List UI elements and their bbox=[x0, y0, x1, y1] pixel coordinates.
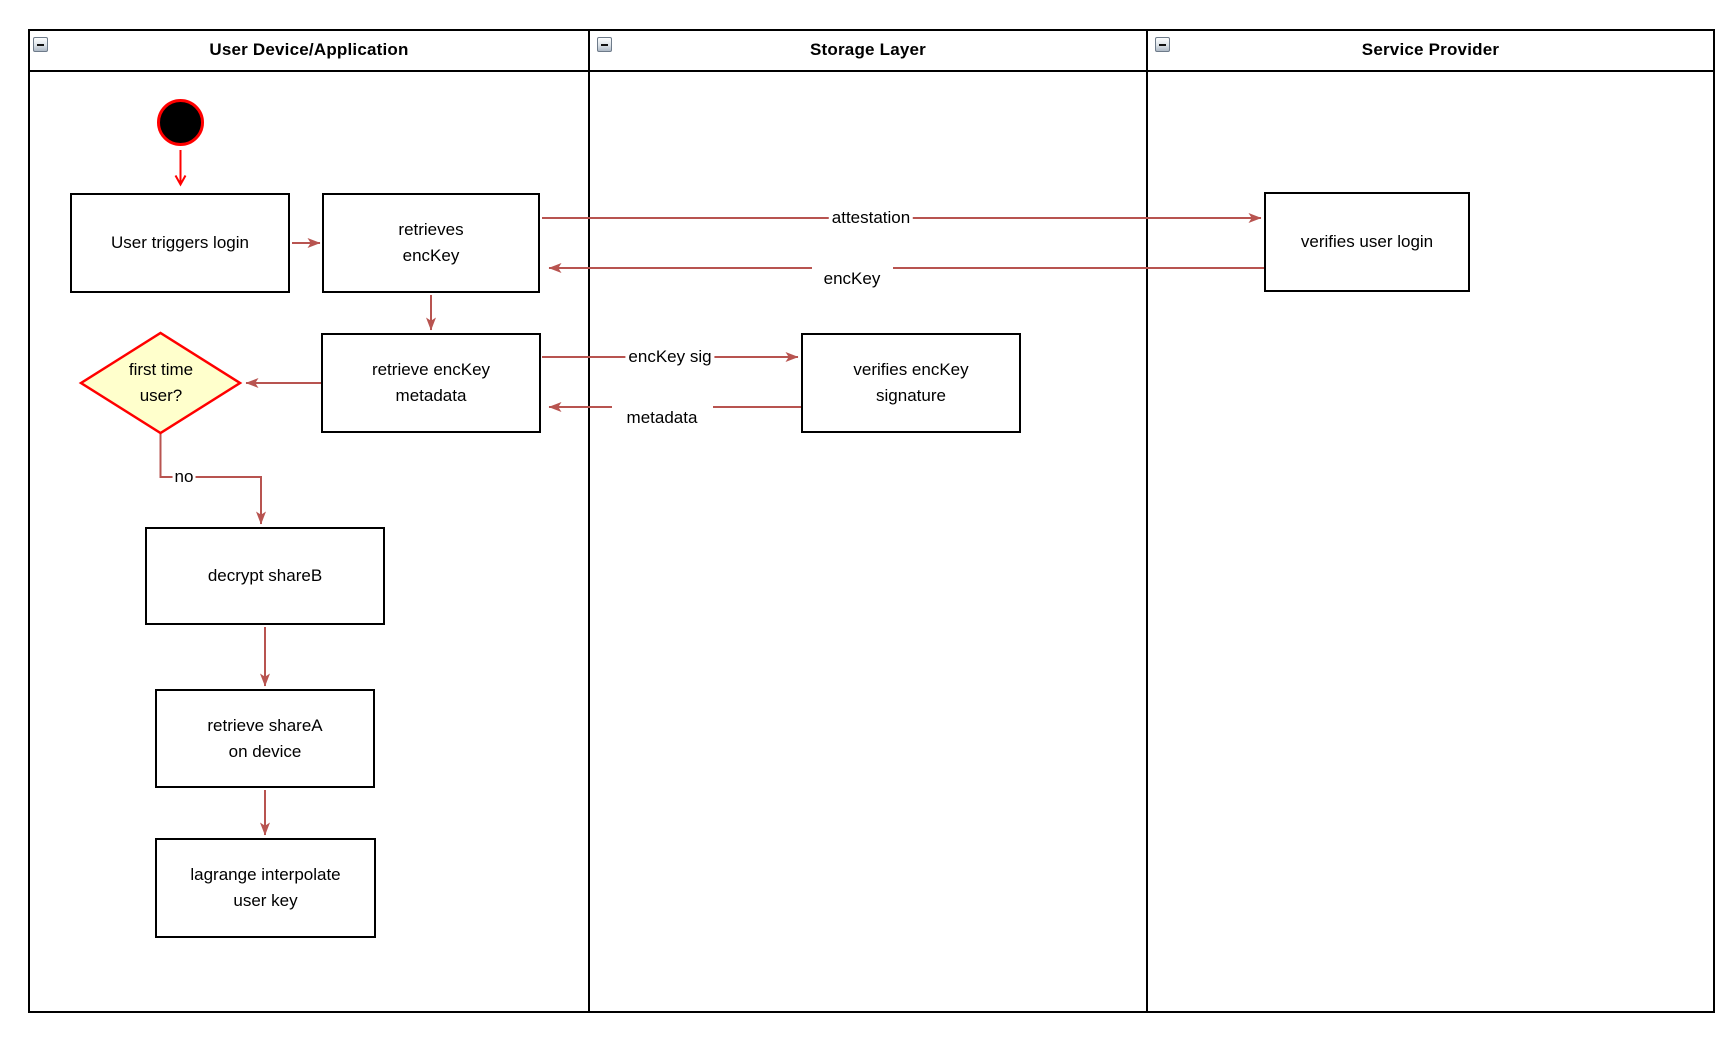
collapse-lane-1-button[interactable] bbox=[33, 37, 48, 52]
edge-label-metadata: metadata bbox=[623, 408, 701, 428]
minus-icon bbox=[37, 43, 44, 46]
decision-first-time-user[interactable] bbox=[78, 330, 244, 436]
edge-label-no: no bbox=[172, 467, 196, 487]
collapse-lane-3-button[interactable] bbox=[1155, 37, 1170, 52]
node-decrypt-shareb[interactable]: decrypt shareB bbox=[145, 527, 385, 625]
node-retrieve-sharea-on-device[interactable]: retrieve shareA on device bbox=[155, 689, 375, 788]
edge-label-attestation: attestation bbox=[828, 208, 914, 228]
lane-divider-1 bbox=[588, 29, 590, 1013]
node-retrieves-enckey[interactable]: retrieves encKey bbox=[322, 193, 540, 293]
node-retrieve-enckey-metadata[interactable]: retrieve encKey metadata bbox=[321, 333, 541, 433]
edge-label-enckey: encKey bbox=[820, 269, 884, 289]
decision-first-time-user-label: first time user? bbox=[128, 360, 194, 405]
node-lagrange-interpolate-user-key[interactable]: lagrange interpolate user key bbox=[155, 838, 376, 938]
lane-header-underline bbox=[28, 70, 1715, 72]
minus-icon bbox=[601, 43, 608, 46]
edge-label-enckey-sig: encKey sig bbox=[625, 347, 715, 367]
lane-title-user-device-application: User Device/Application bbox=[209, 40, 409, 59]
start-node[interactable] bbox=[157, 99, 204, 146]
lane-title-storage-layer: Storage Layer bbox=[810, 40, 926, 59]
minus-icon bbox=[1159, 43, 1166, 46]
pool-border bbox=[28, 29, 1715, 1013]
lane-divider-2 bbox=[1146, 29, 1148, 1013]
lane-title-service-provider: Service Provider bbox=[1361, 40, 1500, 59]
collapse-lane-2-button[interactable] bbox=[597, 37, 612, 52]
node-verifies-user-login[interactable]: verifies user login bbox=[1264, 192, 1470, 292]
node-verifies-enckey-signature[interactable]: verifies encKey signature bbox=[801, 333, 1021, 433]
node-user-triggers-login[interactable]: User triggers login bbox=[70, 193, 290, 293]
